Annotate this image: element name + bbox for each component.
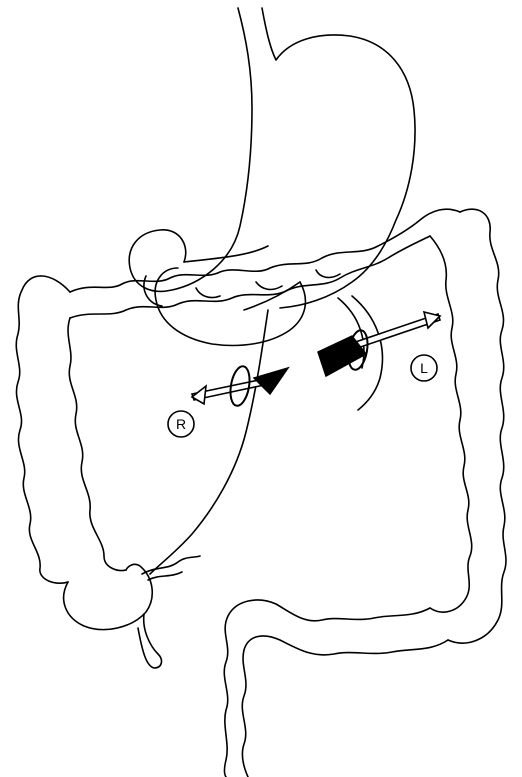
- descending-colon: [430, 209, 506, 643]
- label-left: L: [411, 355, 437, 381]
- ascending-colon: [16, 276, 126, 583]
- right-arrow: [192, 365, 288, 408]
- probe-tip-right: [254, 368, 288, 394]
- label-right: R: [168, 411, 194, 437]
- vessel: [150, 310, 268, 574]
- internal-loop: [155, 268, 305, 345]
- label-right-text: R: [176, 416, 186, 432]
- stomach: [129, 8, 415, 308]
- cecum: [64, 556, 200, 668]
- label-left-text: L: [420, 360, 428, 376]
- sigmoid-colon: [224, 600, 448, 777]
